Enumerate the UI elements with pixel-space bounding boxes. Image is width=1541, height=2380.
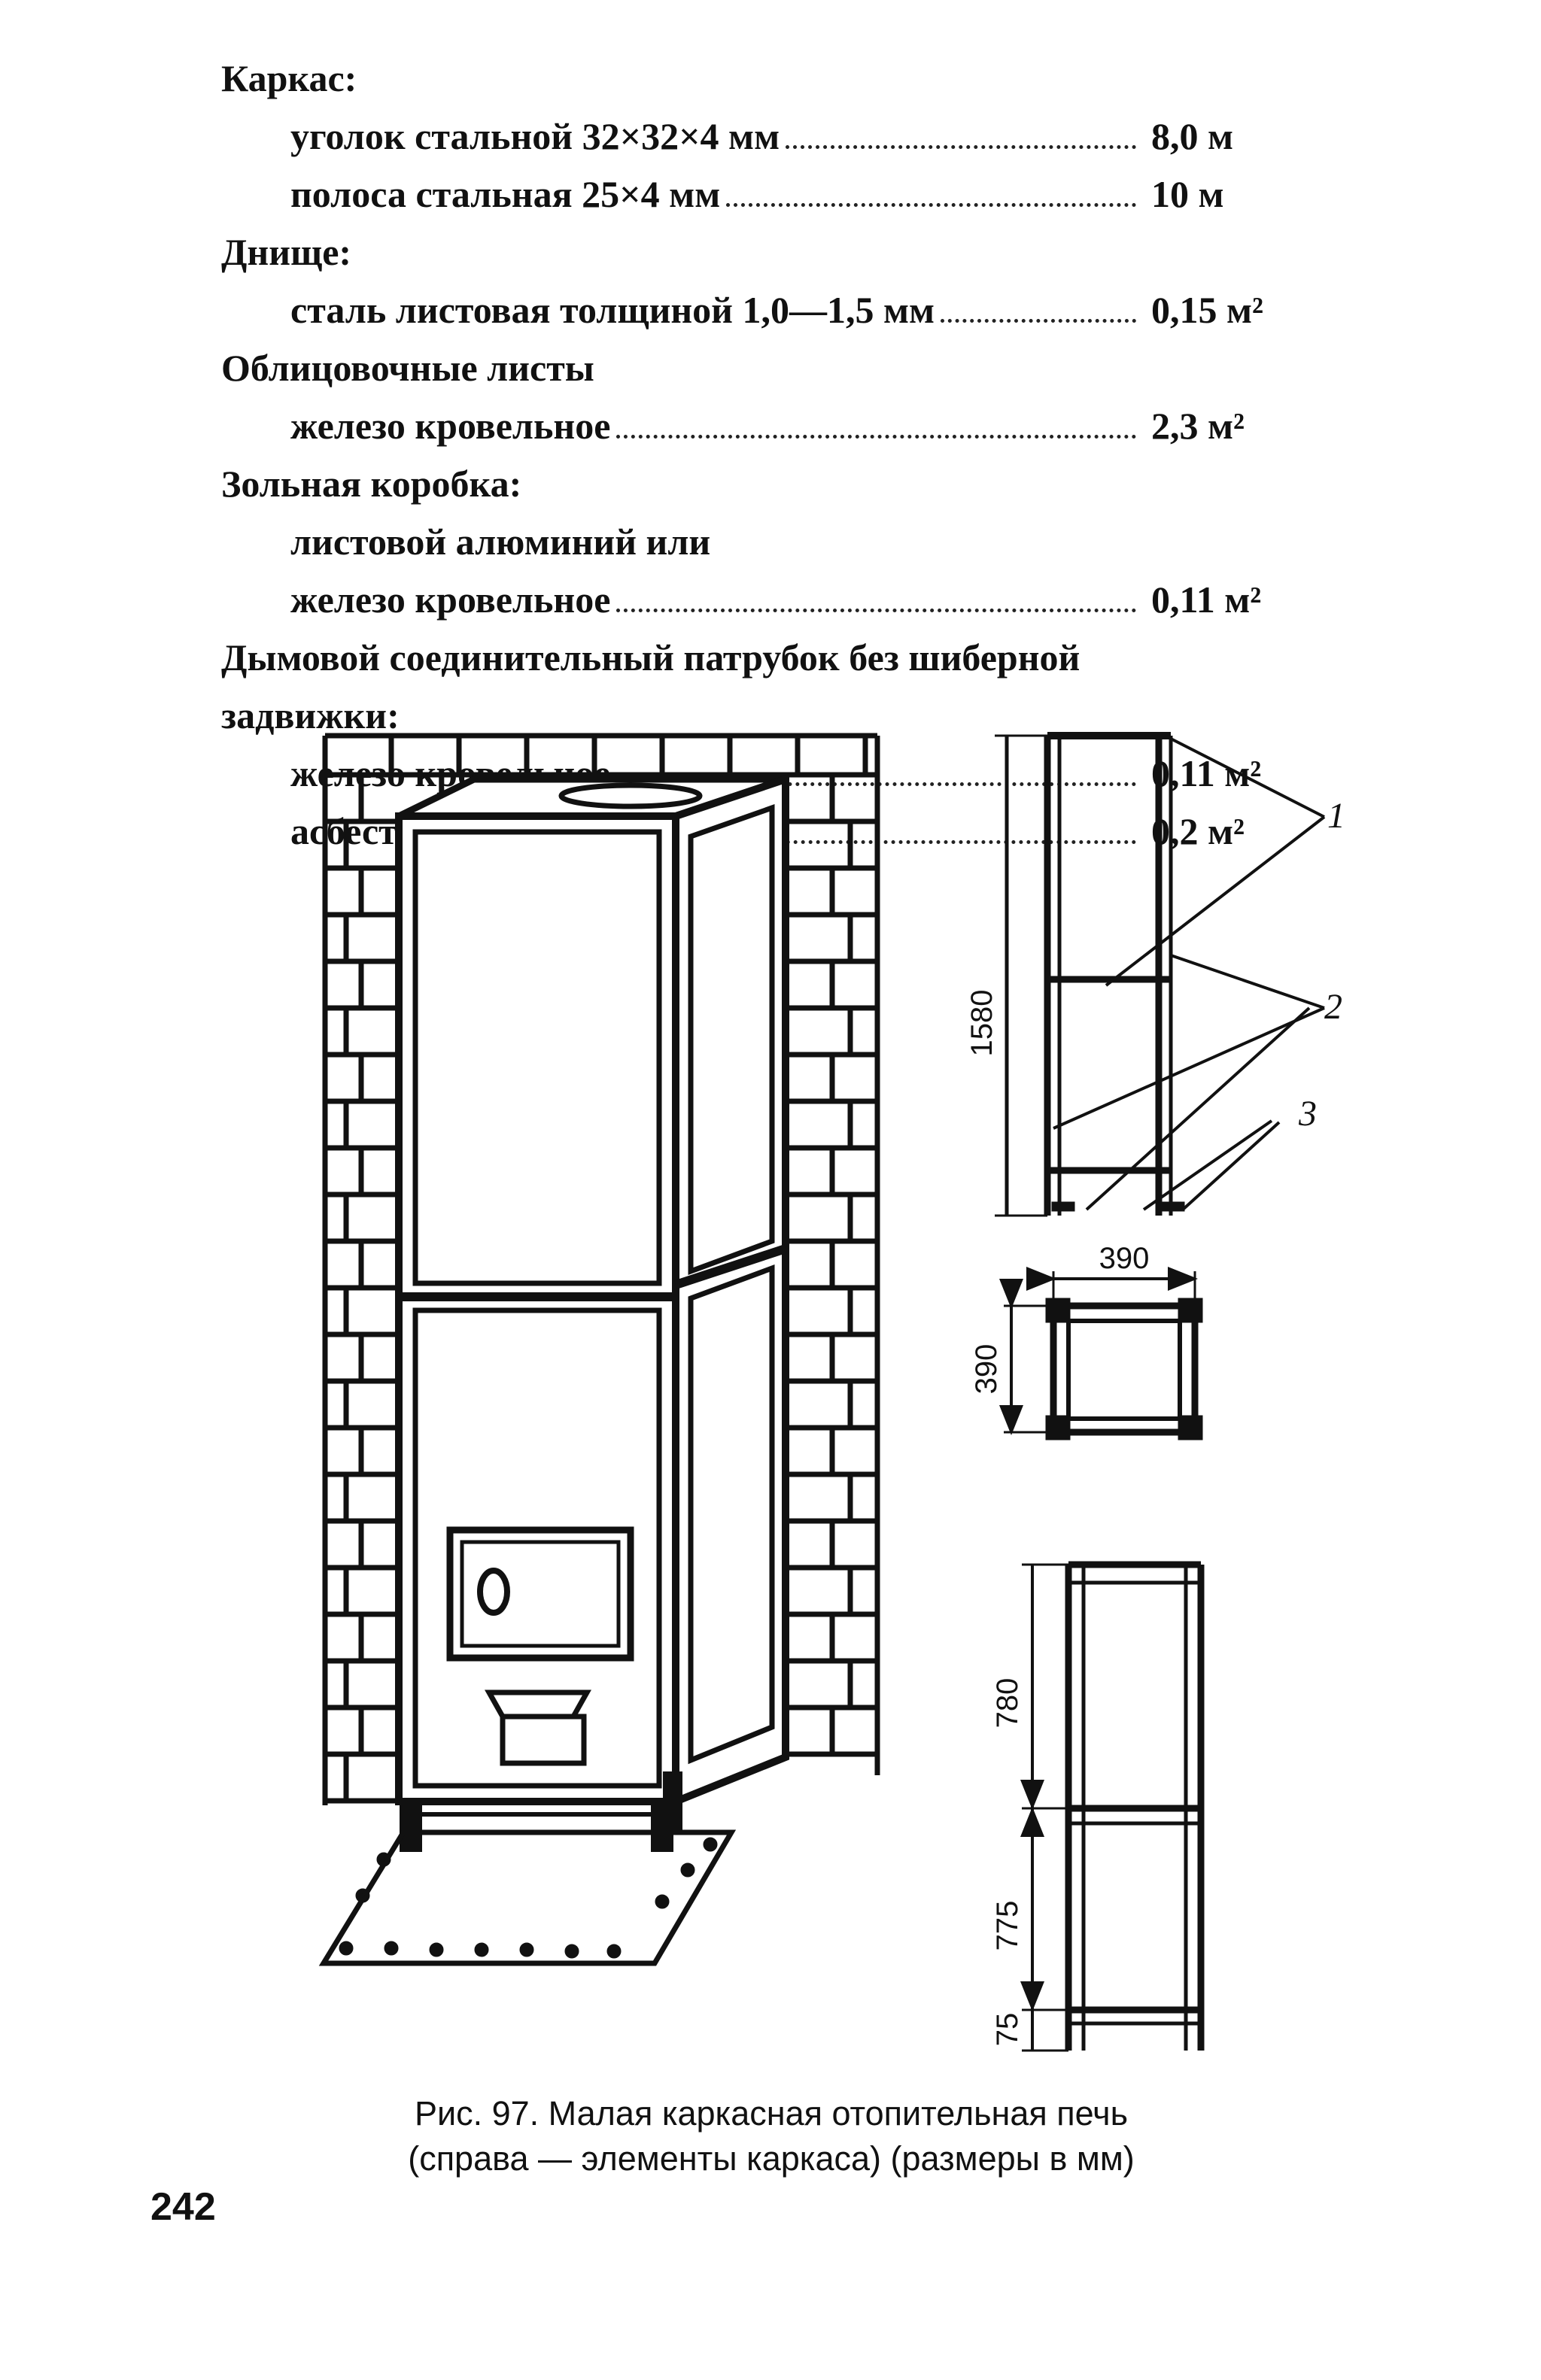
spec-amount: 0,15 м² bbox=[1151, 289, 1264, 331]
spec-item: железо кровельное 2,3 м² bbox=[221, 397, 1275, 455]
frame-lower-elevation bbox=[1020, 1561, 1205, 2052]
dot-leader bbox=[616, 435, 1136, 439]
brick-wall bbox=[322, 733, 880, 1805]
spec-heading: Каркас: bbox=[221, 50, 1275, 108]
dot-leader bbox=[726, 203, 1136, 207]
spec-label: листовой алюминий или bbox=[290, 521, 711, 563]
spec-heading: Дымовой соединительный патрубок без шибе… bbox=[221, 629, 1275, 687]
callout-1: 1 bbox=[1327, 796, 1345, 836]
spec-label: железо кровельное bbox=[290, 578, 611, 621]
dot-leader bbox=[941, 319, 1136, 323]
spec-label: сталь листовая толщиной 1,0—1,5 мм bbox=[290, 289, 935, 331]
spec-heading: Зольная коробка: bbox=[221, 455, 1275, 513]
spec-label: Каркас: bbox=[221, 57, 357, 99]
spec-item: уголок стальной 32×32×4 мм 8,0 м bbox=[221, 108, 1275, 165]
dim-label-390-depth: 390 bbox=[970, 1344, 1003, 1395]
dim-label-75: 75 bbox=[991, 2013, 1024, 2047]
spec-label: железо кровельное bbox=[290, 405, 611, 447]
floor-sheet bbox=[318, 1829, 737, 1966]
page-number: 242 bbox=[150, 2185, 216, 2229]
dim-label-1580: 1580 bbox=[965, 990, 998, 1057]
spec-item: сталь листовая толщиной 1,0—1,5 мм 0,15 м… bbox=[221, 281, 1275, 339]
frame-elevation bbox=[995, 732, 1326, 1217]
caption-line-2: (справа — элементы каркаса) (размеры в м… bbox=[408, 2139, 1135, 2178]
callout-3: 3 bbox=[1298, 1094, 1317, 1134]
spec-item: листовой алюминий или bbox=[221, 513, 1275, 571]
dot-leader bbox=[786, 145, 1136, 149]
spec-label: уголок стальной 32×32×4 мм bbox=[290, 115, 780, 157]
callout-2: 2 bbox=[1324, 987, 1342, 1027]
frame-plan bbox=[999, 1267, 1203, 1440]
dot-leader bbox=[616, 609, 1136, 612]
spec-amount: 0,11 м² bbox=[1151, 578, 1262, 621]
spec-heading: задвижки: bbox=[221, 687, 1275, 745]
caption-line-1: Рис. 97. Малая каркасная отопительная пе… bbox=[414, 2094, 1129, 2133]
dim-label-390-width: 390 bbox=[1099, 1242, 1150, 1275]
spec-amount: 0,2 м² bbox=[1151, 810, 1245, 852]
spec-label: Дымовой соединительный патрубок без шибе… bbox=[221, 636, 1081, 678]
furnace-body bbox=[395, 774, 789, 1852]
figure-caption: Рис. 97. Малая каркасная отопительная пе… bbox=[286, 2091, 1257, 2181]
spec-heading: Днище: bbox=[221, 223, 1275, 281]
spec-label: полоса стальная 25×4 мм bbox=[290, 173, 721, 215]
dim-label-780: 780 bbox=[991, 1678, 1024, 1729]
spec-label: Облицовочные листы bbox=[221, 347, 594, 389]
spec-label: Зольная коробка: bbox=[221, 463, 522, 505]
spec-amount: 10 м bbox=[1151, 173, 1224, 215]
dim-label-775: 775 bbox=[991, 1901, 1024, 1951]
spec-amount: 8,0 м bbox=[1151, 115, 1234, 157]
spec-label: задвижки: bbox=[221, 694, 400, 736]
spec-label: Днище: bbox=[221, 231, 352, 273]
spec-item: полоса стальная 25×4 мм 10 м bbox=[221, 165, 1275, 223]
spec-heading: Облицовочные листы bbox=[221, 339, 1275, 397]
spec-item: железо кровельное 0,11 м² bbox=[221, 571, 1275, 629]
spec-amount: 2,3 м² bbox=[1151, 405, 1245, 447]
